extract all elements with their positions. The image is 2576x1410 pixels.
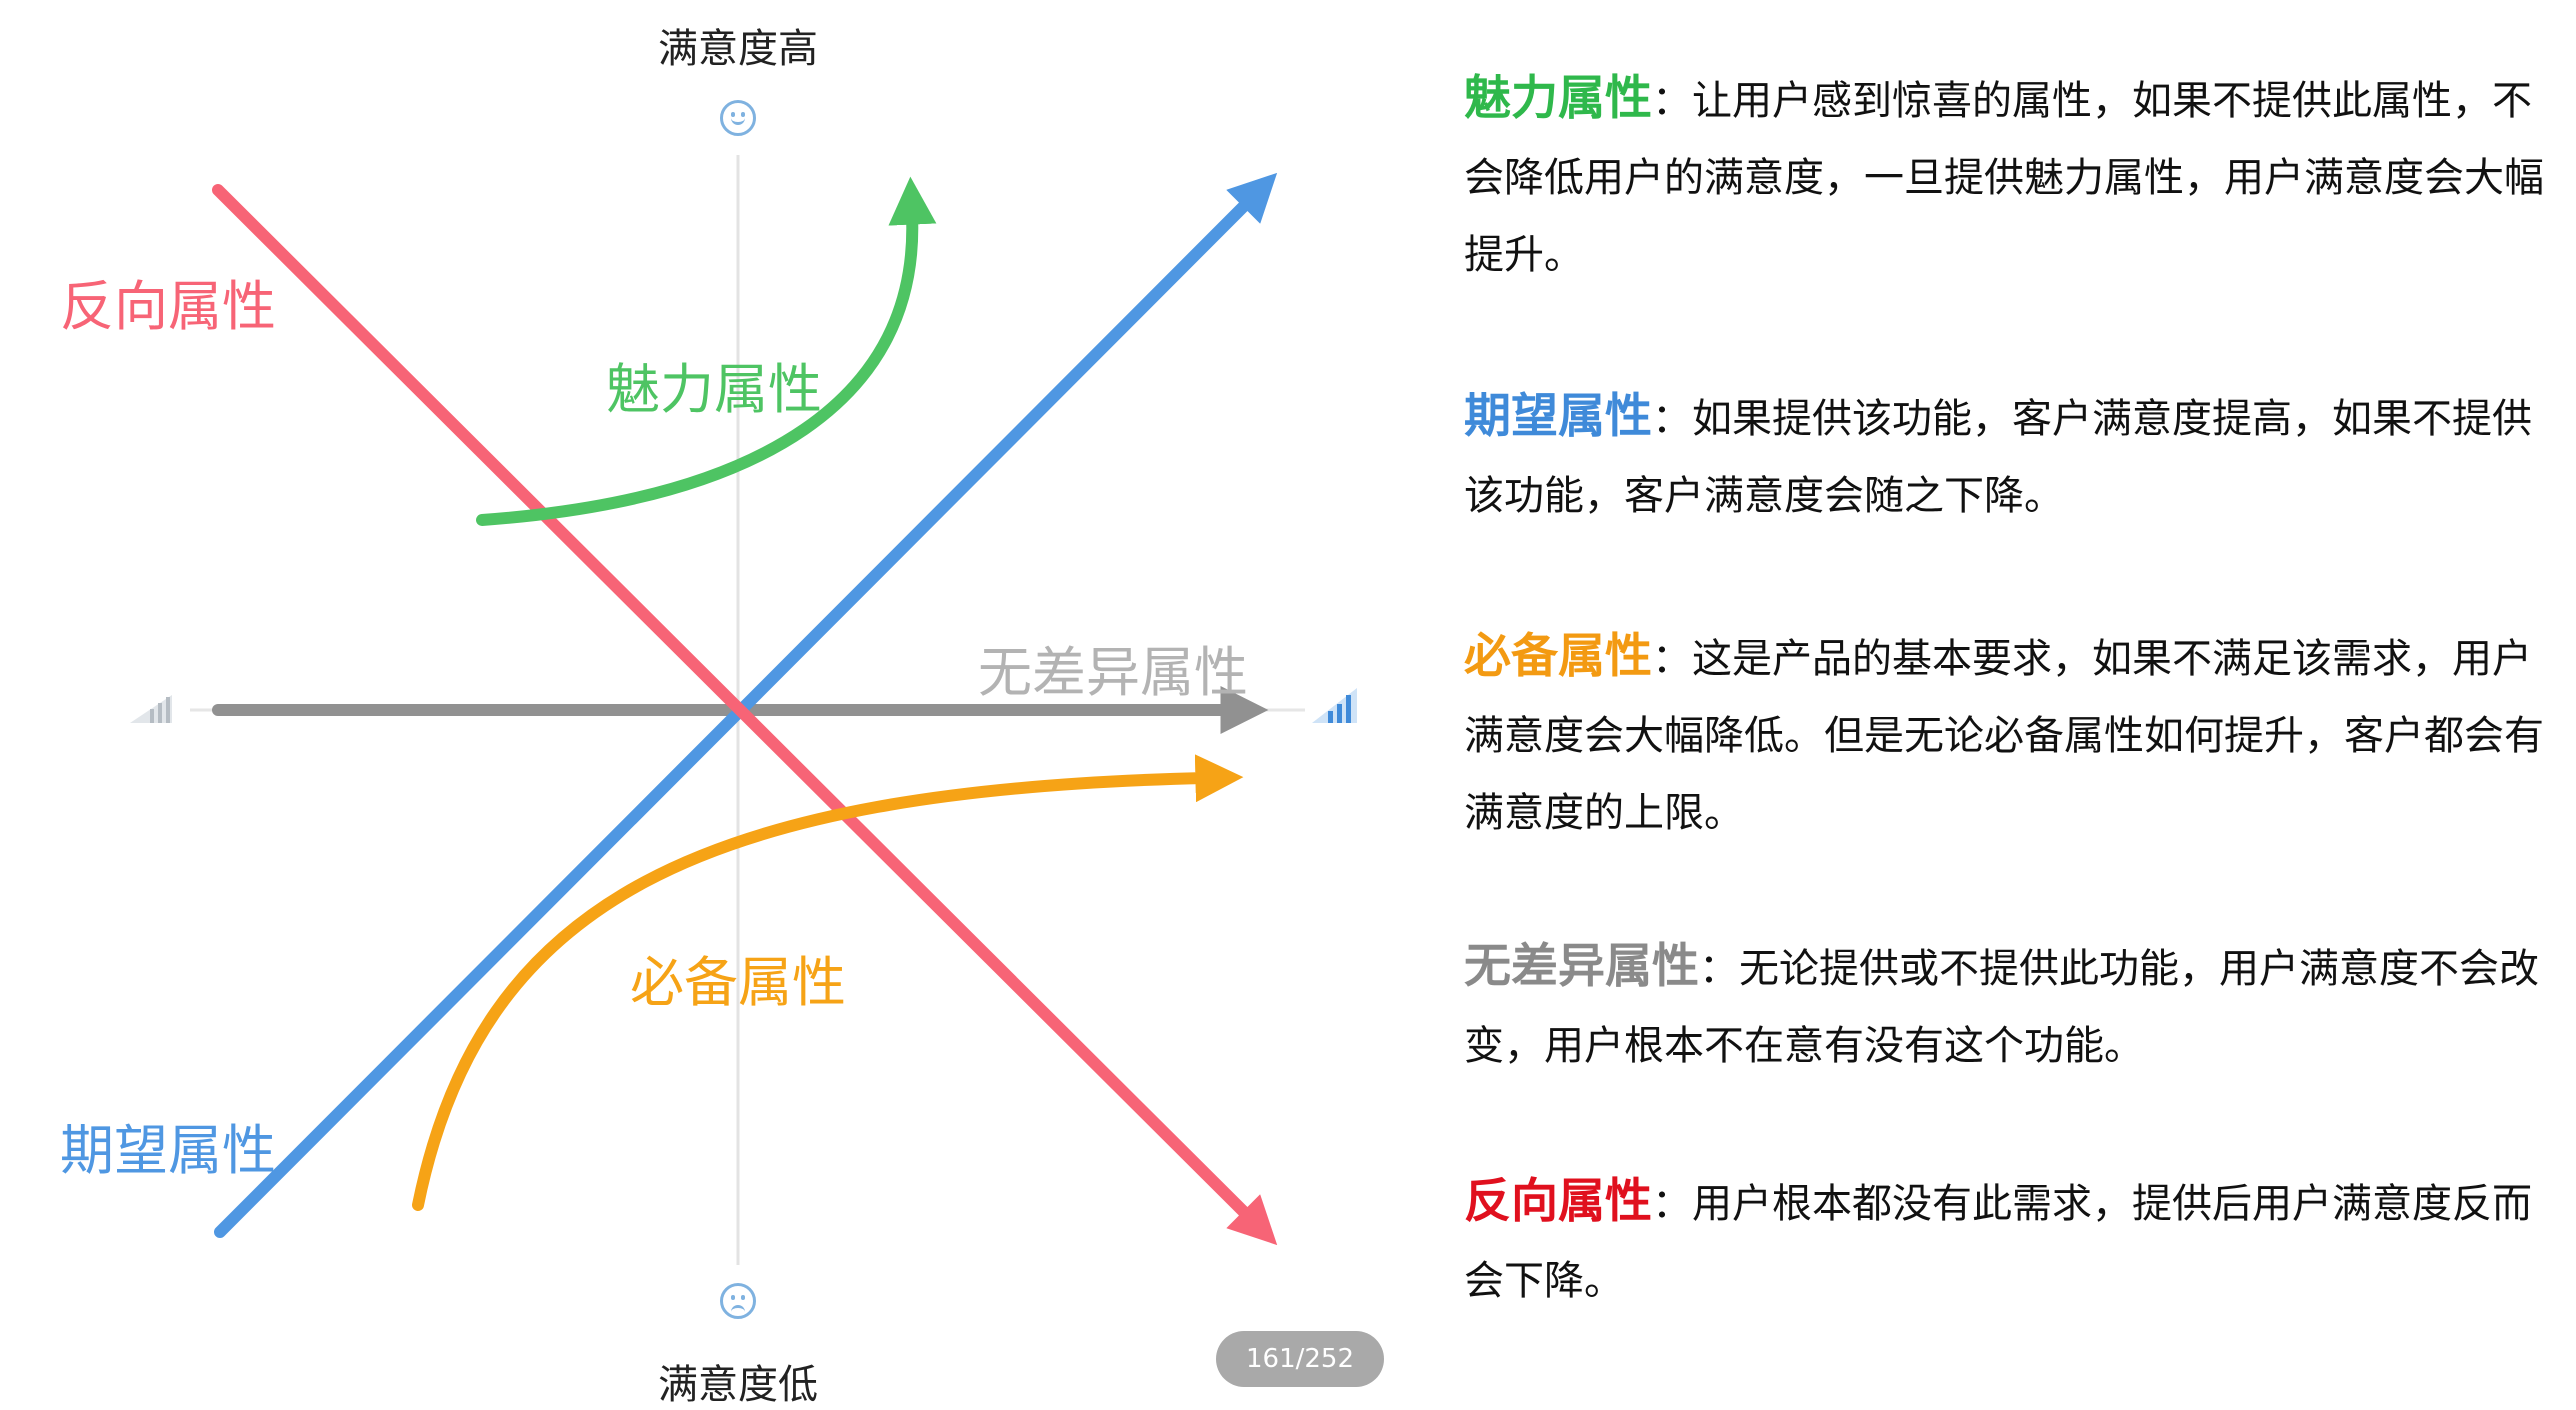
performance-label: 期望属性 (60, 1119, 276, 1182)
indifferent-description: 无差异属性：无论提供或不提供此功能，用户满意度不会改变，用户根本不在意有没有这个… (1464, 928, 2554, 1085)
smile-face-icon (720, 100, 756, 136)
reverse-text: ：用户根本都没有此需求，提供后用户满意度反而会下降。 (1464, 1181, 2532, 1304)
reverse-label: 反向属性 (60, 275, 276, 338)
reverse-description: 反向属性：用户根本都没有此需求，提供后用户满意度反而会下降。 (1464, 1163, 2554, 1320)
performance-title: 期望属性 (1464, 389, 1652, 444)
performance-curve (214, 172, 1278, 1238)
attractive-text: ：让用户感到惊喜的属性，如果不提供此属性，不会降低用户的满意度，一旦提供魅力属性… (1464, 78, 2544, 278)
reverse-title: 反向属性 (1464, 1174, 1652, 1229)
indifferent-label: 无差异属性 (978, 641, 1248, 704)
indifferent-text: ：无论提供或不提供此功能，用户满意度不会改变，用户根本不在意有没有这个功能。 (1464, 946, 2539, 1069)
signal-strong-icon (1312, 688, 1357, 723)
attractive-title: 魅力属性 (1464, 71, 1652, 126)
attractive-label: 魅力属性 (606, 358, 822, 421)
must-be-curve (412, 754, 1244, 1211)
kano-model-diagram (130, 155, 1357, 1265)
signal-weak-icon (130, 695, 172, 723)
must-be-title: 必备属性 (1464, 629, 1652, 684)
performance-description: 期望属性：如果提供该功能，客户满意度提高，如果不提供该功能，客户满意度会随之下降… (1464, 378, 2554, 535)
performance-text: ：如果提供该功能，客户满意度提高，如果不提供该功能，客户满意度会随之下降。 (1464, 396, 2532, 519)
axis-top-label: 满意度高 (658, 26, 818, 72)
reverse-curve (212, 184, 1278, 1246)
page-indicator-badge: 161/252 (1216, 1331, 1384, 1387)
attractive-description: 魅力属性：让用户感到惊喜的属性，如果不提供此属性，不会降低用户的满意度，一旦提供… (1464, 60, 2554, 294)
attractive-curve (476, 176, 937, 526)
axis-bottom-label: 满意度低 (658, 1362, 818, 1408)
must-be-label: 必备属性 (630, 951, 846, 1014)
must-be-text: ：这是产品的基本要求，如果不满足该需求，用户满意度会大幅降低。但是无论必备属性如… (1464, 636, 2544, 836)
must-be-description: 必备属性：这是产品的基本要求，如果不满足该需求，用户满意度会大幅降低。但是无论必… (1464, 618, 2554, 852)
sad-face-icon (720, 1283, 756, 1319)
indifferent-title: 无差异属性 (1464, 939, 1699, 994)
